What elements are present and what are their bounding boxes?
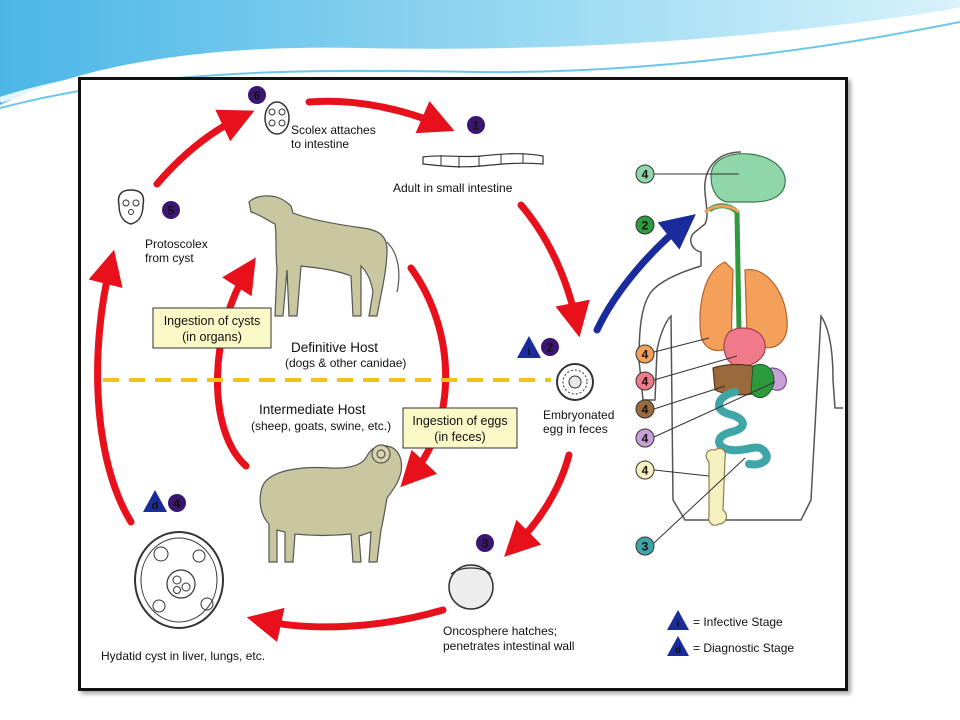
- stage-6-number: 6: [254, 89, 261, 103]
- stage-2-label-line2: egg in feces: [543, 422, 608, 436]
- stage-2-number: 2: [547, 341, 554, 355]
- infective-marker-symbol: i: [527, 346, 530, 358]
- legend-infective: i = Infective Stage: [667, 610, 783, 630]
- stage-5-protoscolex: 5 Protoscolex from cyst: [117, 189, 208, 265]
- cycle-arrows: [88, 97, 590, 642]
- stage-3-oncosphere: 3 Oncosphere hatches; penetrates intesti…: [443, 534, 574, 653]
- arrow-4-to-5: [88, 249, 135, 526]
- definitive-host-title: Definitive Host: [291, 340, 378, 355]
- sheep-intermediate-host: [259, 444, 403, 563]
- marker-heart: 4: [635, 355, 738, 391]
- arrow-1-to-2: [517, 201, 590, 338]
- stage-4-badge: [168, 494, 186, 512]
- legend-diagnostic-text: = Diagnostic Stage: [693, 641, 794, 655]
- marker-mouth-number: 2: [642, 219, 649, 233]
- stomach: [750, 364, 775, 399]
- stage-1-badge: [467, 116, 485, 134]
- stage-5-label-line1: Protoscolex: [145, 237, 208, 251]
- legend: i = Infective Stage d = Diagnostic Stage: [667, 610, 794, 656]
- legend-diagnostic: d = Diagnostic Stage: [667, 636, 794, 656]
- marker-lungs: 4: [635, 337, 710, 364]
- marker-bone-number: 4: [642, 464, 649, 478]
- marker-bone: 4: [635, 460, 710, 480]
- marker-liver-number: 4: [642, 403, 649, 417]
- intermediate-host-subtitle: (sheep, goats, swine, etc.): [251, 419, 391, 433]
- stage-1-number: 1: [473, 119, 480, 133]
- stage-6-scolex: 6 Scolex attaches to intestine: [248, 86, 376, 151]
- stage-6-label-line2: to intestine: [291, 137, 349, 151]
- marker-mouth: 2: [635, 215, 655, 235]
- ingestion-eggs-box: Ingestion of eggs (in feces): [402, 407, 518, 449]
- definitive-host-subtitle: (dogs & other canidae): [285, 356, 406, 370]
- intestine: [715, 388, 771, 469]
- stage-6-badge: [248, 86, 266, 104]
- marker-heart-number: 4: [642, 375, 649, 389]
- stage-3-badge: [476, 534, 494, 552]
- stage-4-number: 4: [174, 497, 181, 511]
- stage-5-badge: [162, 201, 180, 219]
- human-outline: [638, 151, 843, 521]
- stage-6-label-line1: Scolex attaches: [291, 123, 376, 137]
- intermediate-host-title: Intermediate Host: [259, 402, 366, 417]
- stage-2-label-line1: Embryonated: [543, 408, 614, 422]
- arrow-3-to-4: [246, 606, 447, 642]
- brain: [710, 153, 786, 203]
- legend-infective-symbol: i: [677, 619, 680, 630]
- ingestion-cysts-line1: Ingestion of cysts: [164, 314, 261, 328]
- stage-1-label: Adult in small intestine: [393, 181, 513, 195]
- banner-wave-fill: [0, 0, 960, 105]
- marker-lungs-number: 4: [642, 348, 649, 362]
- marker-intestine: 3: [635, 457, 746, 556]
- diagnostic-marker-symbol: d: [152, 500, 159, 512]
- marker-brain: 4: [635, 164, 739, 184]
- ingestion-cysts-box: Ingestion of cysts (in organs): [152, 307, 272, 349]
- arrow-2-to-3: [504, 451, 573, 557]
- marker-intestine-number: 3: [642, 540, 649, 554]
- stage-2-badge: [541, 338, 559, 356]
- stage-3-label-line1: Oncosphere hatches;: [443, 624, 557, 638]
- bone: [705, 447, 728, 526]
- stage-3-number: 3: [482, 537, 489, 551]
- echinococcus-lifecycle-diagram: 6 Scolex attaches to intestine 1 Adult i…: [88, 86, 843, 663]
- stage-4-hydatid-cyst: d 4 Hydatid cyst in liver, lungs, etc.: [101, 490, 265, 663]
- marker-liver: 4: [635, 385, 726, 419]
- marker-brain-number: 4: [642, 168, 649, 182]
- body-markers: 4 2 4 4 4 4 4: [635, 164, 776, 556]
- ingestion-cysts-line2: (in organs): [182, 330, 242, 344]
- ingestion-eggs-line1: Ingestion of eggs: [412, 414, 507, 428]
- ingestion-eggs-line2: (in feces): [434, 430, 485, 444]
- stage-5-number: 5: [168, 204, 175, 218]
- lifecycle-figure-frame: 6 Scolex attaches to intestine 1 Adult i…: [78, 77, 848, 691]
- diagnostic-marker: [143, 490, 167, 512]
- arrow-ingestion-cysts: [214, 257, 256, 470]
- stage-2-embryonated-egg: i 2 Embryonated egg in feces: [517, 336, 614, 436]
- human-body-figure: [638, 151, 843, 526]
- legend-diagnostic-symbol: d: [675, 645, 681, 656]
- marker-spleen: 4: [635, 381, 776, 448]
- stage-4-label: Hydatid cyst in liver, lungs, etc.: [101, 649, 265, 663]
- legend-infective-text: = Infective Stage: [693, 615, 783, 629]
- heart: [723, 327, 766, 367]
- stage-3-label-line2: penetrates intestinal wall: [443, 639, 574, 653]
- stage-5-label-line2: from cyst: [145, 251, 194, 265]
- marker-spleen-number: 4: [642, 432, 649, 446]
- arrow-5-to-6: [153, 109, 255, 188]
- arrow-6-to-1: [305, 97, 455, 134]
- infective-marker: [517, 336, 541, 358]
- arrow-egg-to-human: [593, 214, 696, 334]
- dog-definitive-host: [248, 195, 400, 317]
- banner-wave-highlight: [0, 7, 960, 103]
- stage-1-adult-worm: 1 Adult in small intestine: [393, 116, 544, 195]
